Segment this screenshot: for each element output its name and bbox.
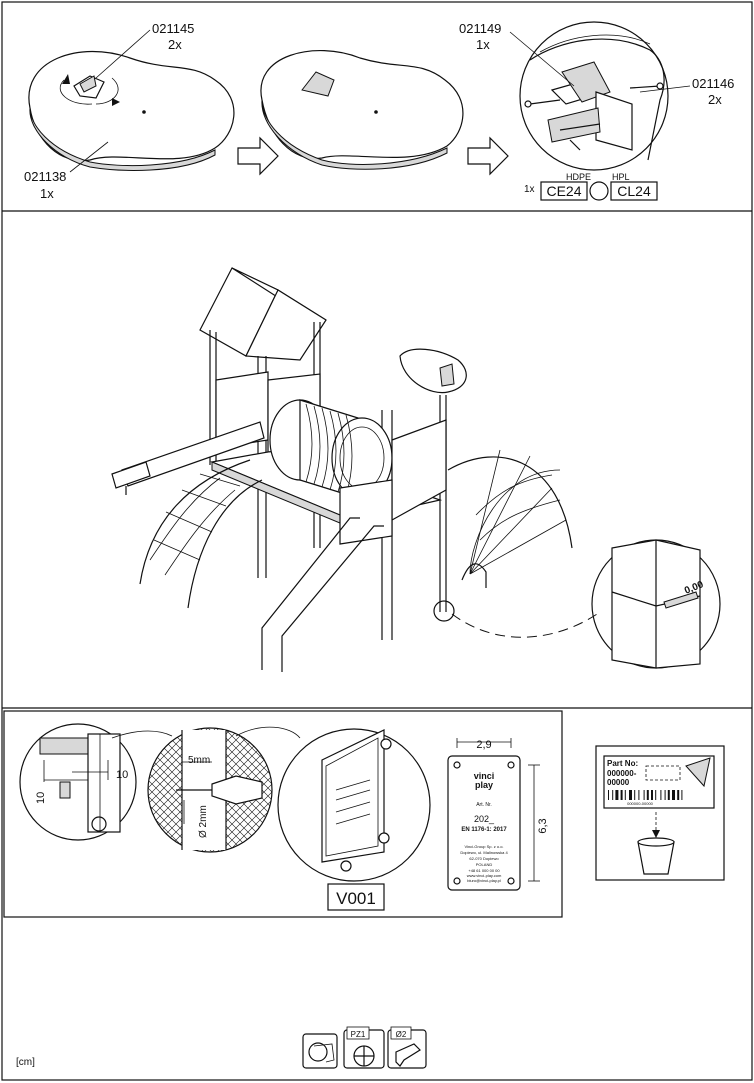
barcode-bar: [664, 790, 666, 800]
rotate-arrow: [59, 79, 93, 105]
bucket-icon: [637, 841, 675, 875]
material-code-cl24: CL24: [617, 183, 651, 199]
material-box-cl24: [610, 181, 658, 201]
part-qty-021146: 2x: [708, 92, 722, 107]
step2-panel: 0,00: [111, 267, 721, 672]
drill-icon: [211, 775, 263, 805]
plate-year: 202_: [474, 814, 495, 824]
or-circle-icon: [589, 181, 609, 201]
leader-021145: [95, 29, 151, 79]
dim-10-vertical: 10: [35, 792, 47, 804]
barcode-bar: [646, 790, 649, 800]
step3-panel: 10 10 5mm Ø 2mm: [19, 723, 549, 911]
plate-contact-2: www.vinci-play.com: [467, 873, 502, 878]
barcode-bar: [615, 790, 619, 800]
dim-10-horizontal: 10: [116, 769, 128, 781]
detail-leader-dashed: [451, 611, 601, 638]
bracket-detail-zoom: [509, 21, 691, 171]
barcode-bar: [651, 790, 653, 800]
material-label-hdpe: HDPE: [566, 172, 591, 182]
material-box-ce24: [540, 181, 588, 201]
drill-diameter: Ø 2mm: [198, 805, 209, 838]
part-no-value-2: 00000: [607, 778, 630, 787]
barcode-bar: [629, 790, 632, 800]
barcode-bar: [667, 790, 670, 800]
roof-panel-with-bracket: [28, 29, 235, 173]
barcode-bar: [634, 790, 636, 800]
plate-width: 2,9: [476, 739, 491, 751]
barcode-bar: [643, 790, 645, 800]
barcode-bar: [677, 790, 680, 800]
part-qty-021149: 1x: [476, 37, 490, 52]
drill-depth: 5mm: [188, 755, 210, 766]
tool-label-drill: Ø2: [396, 1030, 407, 1039]
barcode-bar: [620, 790, 623, 800]
step-arrow-right-icon: [237, 136, 279, 176]
panel-qty: 1x: [524, 184, 535, 195]
part-code-021138: 021138: [24, 169, 66, 184]
units-label: [cm]: [16, 1057, 35, 1068]
step1-panel: 021145 2x 021138 1x: [24, 21, 734, 201]
step-arrow-right-icon: [467, 136, 509, 176]
roof-panel-assembled: [260, 50, 464, 170]
plate-code-box: [327, 883, 385, 911]
barcode-bar: [608, 790, 609, 800]
tool-screwdriver-pz1: [343, 1026, 385, 1069]
barcode-bar: [672, 790, 675, 800]
barcode-bar: [638, 790, 640, 800]
barcode-bar: [681, 790, 683, 800]
tool-drill-2mm: [387, 1026, 427, 1069]
material-label-hpl: HPL: [612, 172, 630, 182]
plate-mounting-detail: [277, 728, 431, 882]
leader-021146: [639, 85, 691, 93]
barcode-bar: [655, 790, 657, 800]
barcode-bar: [624, 790, 626, 800]
plate-art: Art. Nr.: [476, 802, 492, 808]
part-sticker-panel: [595, 745, 725, 881]
leader-021138: [69, 141, 109, 173]
plate-height: 6,3: [537, 818, 549, 833]
screw-icon: [378, 832, 390, 844]
part-no-value-1: 000000-: [607, 769, 637, 778]
plate-brand-line1: vinci: [474, 771, 495, 781]
power-drill-icon: [395, 1043, 421, 1067]
plate-contact-1: +48 61 000 00 00: [468, 868, 500, 873]
tool-tape-measure: [302, 1033, 338, 1069]
plate-address-3: POLAND: [476, 862, 493, 867]
part-qty-021145: 2x: [168, 37, 182, 52]
plate-company: Vinci-Group Sp. z o.o.: [464, 844, 503, 849]
drill-detail: [147, 727, 273, 853]
part-code-021146: 021146: [692, 76, 734, 91]
screw-icon: [380, 738, 392, 750]
plate-brand-line2: play: [475, 780, 493, 790]
leader-021149: [509, 31, 575, 87]
part-no-label: Part No:: [607, 759, 638, 768]
part-qty-021138: 1x: [40, 186, 54, 201]
plate-code: V001: [336, 889, 376, 908]
tool-label-pz1: PZ1: [351, 1030, 366, 1039]
plate-address-1: Dopiewo, ul. Malinowska 4: [460, 850, 508, 855]
plate-contact-3: biuro@vinci-play.pl: [467, 878, 501, 883]
part-code-021149: 021149: [459, 21, 501, 36]
plate-standard: EN 1176-1: 2017: [461, 827, 507, 833]
tape-measure-icon: [308, 1042, 328, 1062]
part-code-021145: 021145: [152, 21, 194, 36]
plate-address-2: 62-070 Dopiewo: [469, 856, 499, 861]
barcode-text: 000000-00000: [627, 801, 654, 806]
screw-icon: [340, 860, 352, 872]
identification-plate: [447, 738, 540, 891]
barcode-bar: [660, 790, 662, 800]
playground-tower-structure: [111, 267, 573, 672]
barcode-bar: [612, 790, 614, 800]
ground-level-detail: [591, 539, 721, 669]
material-code-ce24: CE24: [546, 183, 581, 199]
placement-detail: [19, 723, 137, 841]
barcode: [608, 790, 683, 800]
step3-frame: [3, 710, 563, 918]
